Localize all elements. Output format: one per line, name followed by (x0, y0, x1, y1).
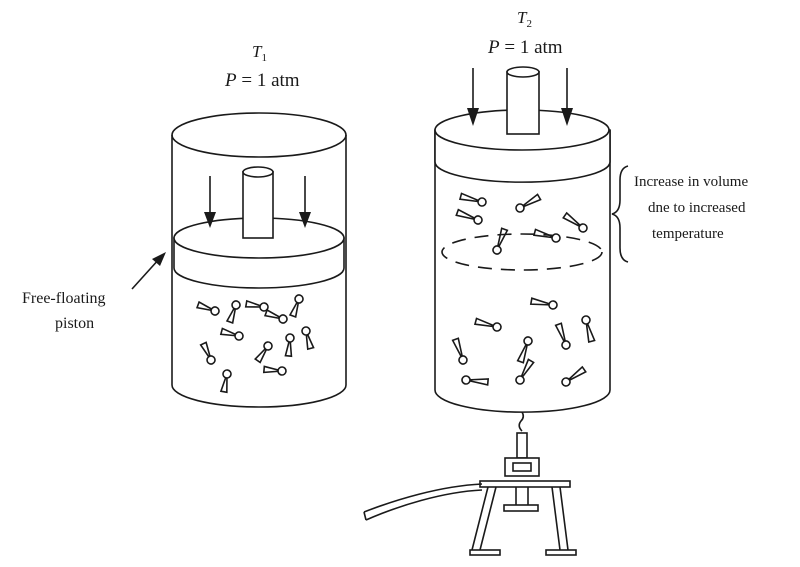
left-down-arrows (204, 176, 311, 228)
stand-leg-left (471, 486, 497, 551)
right-gas-molecules (451, 192, 596, 387)
volume-label-line1: Increase in volume (634, 174, 748, 190)
burner-tube (516, 432, 528, 459)
right-down-arrows (467, 68, 573, 126)
flame-icon (518, 411, 525, 432)
right-cylinder (434, 66, 611, 413)
stand-leg-right (551, 486, 569, 551)
left-temp-label: T1 (252, 42, 267, 64)
piston-label-line1: Free-floating (22, 290, 106, 307)
volume-label-line3: temperature (652, 226, 724, 242)
left-pressure-label: P = 1 atm (224, 70, 300, 91)
left-cylinder-bottom (171, 384, 347, 408)
left-gas-molecules (195, 294, 315, 394)
volume-label-line2: dne to increased (648, 200, 746, 216)
right-temp-label: T2 (517, 8, 532, 30)
left-cylinder (171, 112, 347, 408)
left-piston-rod-top (242, 166, 274, 178)
stand-top (479, 480, 571, 488)
bunsen-burner-stand (363, 411, 577, 556)
right-piston-rod (506, 71, 540, 135)
right-piston-rod-top (506, 66, 540, 78)
piston-pointer-arrow-icon (131, 252, 166, 290)
volume-brace (611, 165, 629, 263)
right-piston (434, 66, 611, 183)
right-cylinder-bottom (434, 389, 611, 413)
right-pressure-label: P = 1 atm (487, 37, 563, 58)
gas-hose (363, 483, 483, 513)
left-piston (173, 166, 345, 289)
left-piston-rod (242, 171, 274, 239)
original-piston-level-dashed (441, 233, 603, 271)
piston-label-line2: piston (55, 315, 94, 332)
left-cylinder-top-rim (171, 112, 347, 158)
